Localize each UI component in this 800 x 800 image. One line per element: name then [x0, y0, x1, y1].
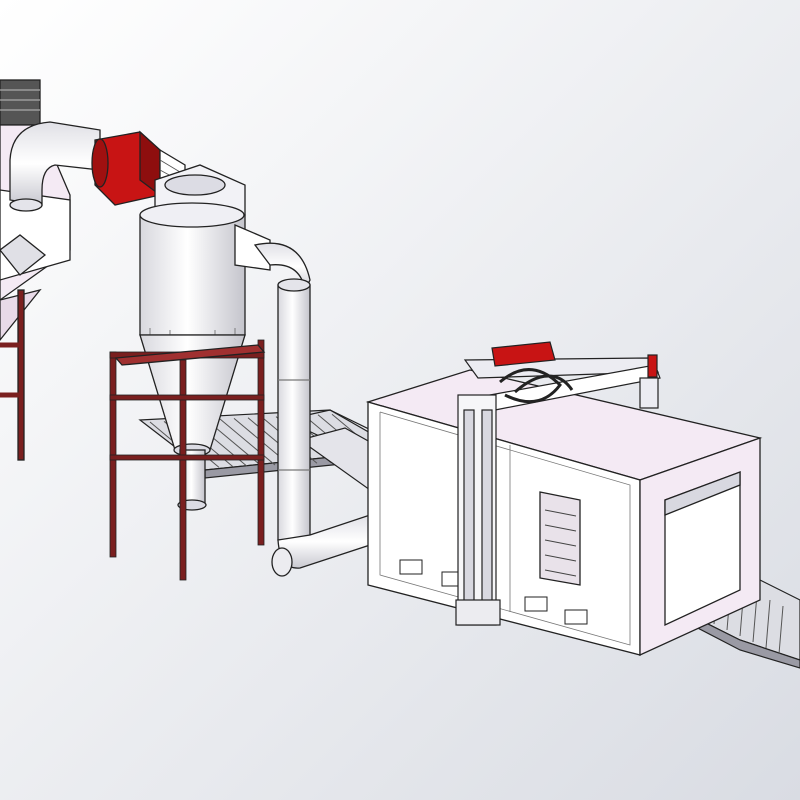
reciprocator-lifter — [455, 341, 661, 626]
spray-booth — [365, 369, 763, 657]
exhaust-fan — [91, 130, 186, 212]
cyclone-separator — [109, 164, 271, 581]
conveyor-roller — [219, 418, 276, 466]
conveyor-roller — [778, 605, 784, 655]
conveyor-roller — [765, 599, 771, 649]
return-duct — [253, 242, 371, 577]
